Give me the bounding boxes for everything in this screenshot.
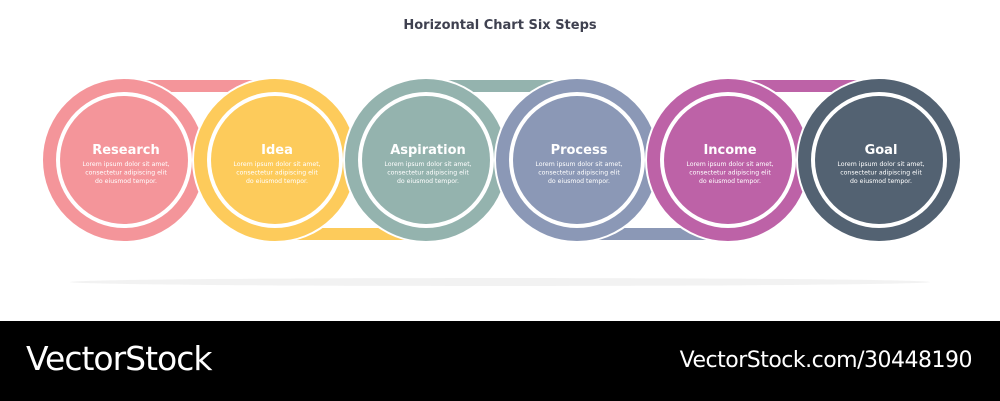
step-title-2: Idea	[261, 143, 293, 158]
step-circle-5	[664, 96, 792, 224]
step-desc-5-1: Lorem ipsum dolor sit amet,	[686, 161, 773, 168]
step-desc-1-1: Lorem ipsum dolor sit amet,	[82, 161, 169, 168]
step-desc-6-1: Lorem ipsum dolor sit amet,	[837, 161, 924, 168]
step-desc-4-1: Lorem ipsum dolor sit amet,	[535, 161, 622, 168]
step-title-5: Income	[703, 143, 756, 158]
step-title-1: Research	[92, 143, 160, 158]
watermark-footer: VectorStock VectorStock.com/30448190	[0, 321, 1000, 401]
step-desc-4-2: consectetur adipiscing elit	[538, 170, 620, 177]
step-title-3: Aspiration	[390, 143, 466, 158]
step-desc-2-3: do eiusmod tempor.	[246, 178, 308, 185]
step-circle-4	[513, 96, 641, 224]
step-circle-2	[211, 96, 339, 224]
step-circle-6	[815, 96, 943, 224]
step-desc-2-2: consectetur adipiscing elit	[236, 170, 318, 177]
step-desc-4-3: do eiusmod tempor.	[548, 178, 610, 185]
step-desc-1-2: consectetur adipiscing elit	[85, 170, 167, 177]
step-desc-2-1: Lorem ipsum dolor sit amet,	[233, 161, 320, 168]
step-desc-6-2: consectetur adipiscing elit	[840, 170, 922, 177]
image-id-text: VectorStock.com/30448190	[679, 348, 973, 373]
step-title-4: Process	[551, 143, 608, 158]
step-desc-5-3: do eiusmod tempor.	[699, 178, 761, 185]
step-desc-6-3: do eiusmod tempor.	[850, 178, 912, 185]
chart-title: Horizontal Chart Six Steps	[403, 18, 597, 33]
step-circle-3	[362, 96, 490, 224]
step-desc-5-2: consectetur adipiscing elit	[689, 170, 771, 177]
step-circle-1	[60, 96, 188, 224]
step-desc-3-2: consectetur adipiscing elit	[387, 170, 469, 177]
chain-shadow	[70, 278, 930, 286]
step-title-6: Goal	[865, 143, 898, 158]
step-desc-3-3: do eiusmod tempor.	[397, 178, 459, 185]
step-desc-1-3: do eiusmod tempor.	[95, 178, 157, 185]
step-desc-3-1: Lorem ipsum dolor sit amet,	[384, 161, 471, 168]
vectorstock-logo: VectorStock	[26, 339, 212, 378]
